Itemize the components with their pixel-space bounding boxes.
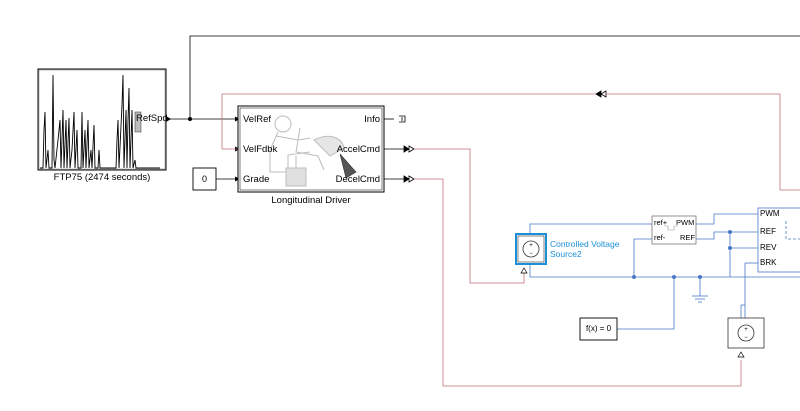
svg-text:−: − [529,251,533,257]
port-ref-in-label: REF [760,227,776,236]
driver-seat-icon [269,115,345,187]
source-minus-line[interactable] [529,262,800,278]
port-ref-plus-label: ref+ [654,218,668,227]
voltage-source-2-icon [737,324,755,342]
refspd-port-arrow [166,116,171,122]
refspd-top-branch-line[interactable] [189,35,800,119]
ref-line[interactable] [696,231,758,240]
arrow-source2-input [520,267,528,274]
goto-tags [399,90,607,183]
source-plus-line[interactable] [529,223,652,236]
constant-value: 0 [201,174,207,184]
port-pwm-out-label: PWM [676,218,695,227]
decel-to-source-line[interactable] [414,178,742,387]
svg-text:+: + [744,327,748,333]
solver-label: f(x) = 0 [585,324,612,333]
feedback-right-line[interactable] [606,93,800,191]
voltage-source-label-line2: Source2 [550,249,582,259]
port-decelcmd-label: DecelCmd [335,174,380,185]
pwm-line[interactable] [696,213,758,225]
svg-text:+: + [529,243,533,249]
arrow-source3-input [737,351,745,358]
voltage-source-block-2[interactable]: + − [727,317,765,349]
velfdbk-line[interactable] [221,93,596,150]
voltage-source-label-line1: Controlled Voltage [550,239,620,249]
solver-configuration-block[interactable] [579,317,618,341]
port-info-label: Info [364,114,380,125]
physical-lines [529,213,800,330]
port-velfdbk-label: VelFdbk [243,144,278,155]
drive-cycle-waveform-icon [40,74,160,169]
port-rev-in-label: REV [760,243,777,252]
port-refspd-label: RefSpd [136,113,168,124]
port-pwm-in-label: PWM [760,209,780,218]
signal-lines [166,35,800,180]
constant-block[interactable] [192,167,217,191]
port-brk-in-label: BRK [760,258,777,267]
controlled-voltage-source-block[interactable]: + − [515,233,547,265]
port-ref-out-label: REF [680,233,695,242]
pedal-icon [339,153,357,179]
svg-text:−: − [744,335,748,341]
pwm-waveform-icon [664,225,678,231]
ground-icon[interactable] [692,295,708,303]
solver-line[interactable] [617,277,675,330]
drive-cycle-caption: FTP75 (2474 seconds) [53,172,151,183]
driver-caption: Longitudinal Driver [271,195,351,206]
longitudinal-driver-block[interactable] [237,105,385,193]
branch-point [188,117,192,121]
junction-dots [632,230,732,279]
pwm-converter-block[interactable] [651,215,697,245]
port-ref-minus-label: ref- [654,233,666,242]
info-terminator-icon[interactable] [399,115,406,123]
command-lines [221,93,800,387]
port-velref-label: VelRef [243,114,271,125]
voltage-source-icon [522,240,540,258]
port-grade-label: Grade [243,174,270,185]
ref-minus-line[interactable] [633,238,652,277]
motor-controller-block[interactable] [757,207,800,273]
port-accelcmd-label: AccelCmd [336,144,380,155]
accel-to-source-line[interactable] [414,148,525,284]
